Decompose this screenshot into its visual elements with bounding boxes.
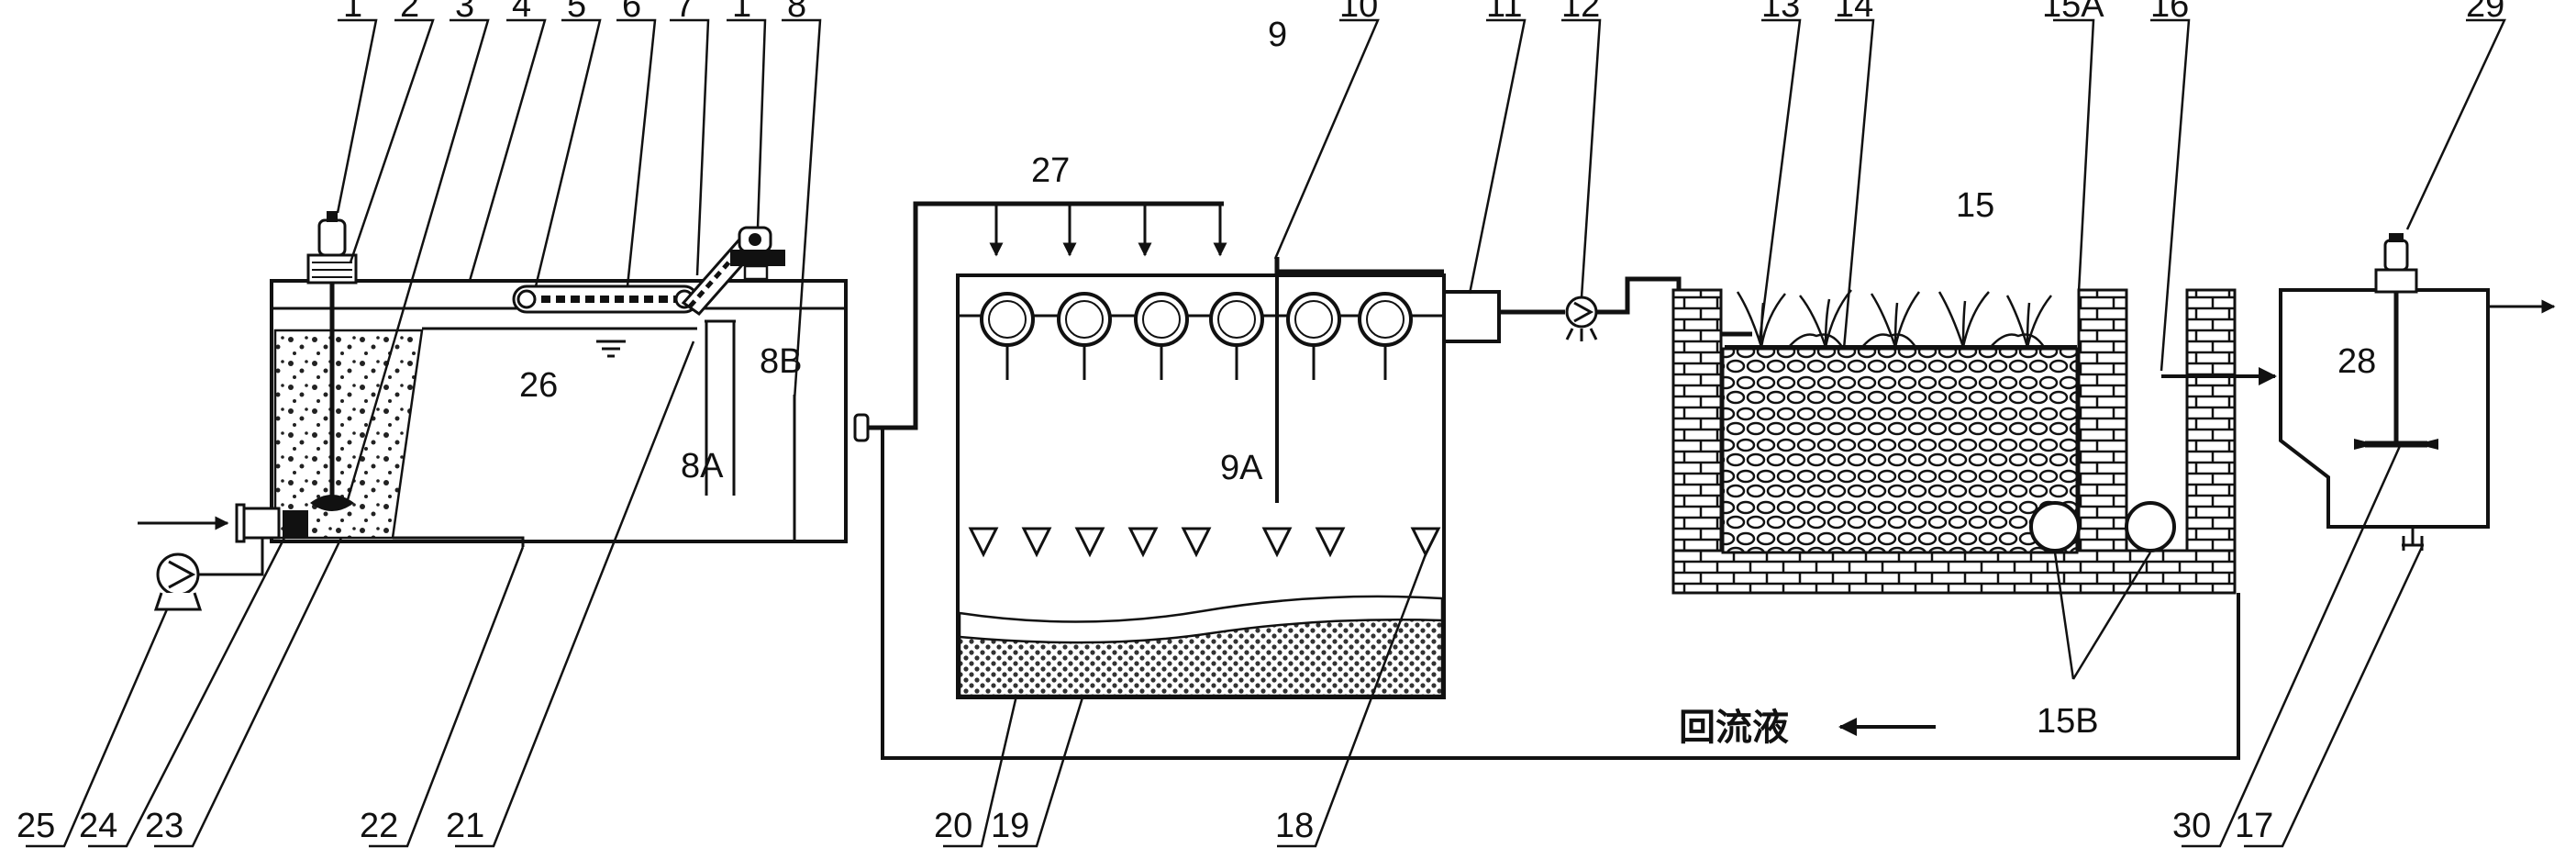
label-1b: 1 — [732, 0, 751, 25]
wetland-plants-icon — [1736, 289, 2052, 348]
label-17: 17 — [2235, 807, 2273, 845]
return-flow-label: 回流液 — [1679, 708, 1789, 748]
label-21: 21 — [446, 807, 484, 845]
label-28: 28 — [2337, 342, 2376, 381]
label-6: 6 — [622, 0, 641, 25]
label-15A: 15A — [2042, 0, 2104, 25]
air-header-pipe — [853, 201, 1227, 442]
label-18: 18 — [1275, 807, 1314, 845]
disinfection-tank — [2279, 233, 2556, 551]
label-10: 10 — [1339, 0, 1378, 25]
label-8A: 8A — [681, 447, 724, 485]
label-16: 16 — [2150, 0, 2189, 25]
label-1: 1 — [343, 0, 362, 25]
label-27: 27 — [1031, 151, 1070, 190]
mbr-tank — [956, 257, 1501, 699]
flotation-tank — [270, 279, 848, 547]
label-24: 24 — [79, 807, 117, 845]
label-8: 8 — [787, 0, 806, 25]
leader-lines — [26, 18, 2506, 848]
aerator-diffusers — [968, 527, 1441, 558]
skimmer-conveyor — [512, 226, 785, 317]
label-22: 22 — [360, 807, 398, 845]
label-15B: 15B — [2037, 702, 2099, 741]
label-19: 19 — [991, 807, 1029, 845]
gravel-media — [1721, 347, 2079, 554]
inlet-pipe — [138, 503, 308, 543]
membrane-modules — [980, 292, 1413, 380]
label-7: 7 — [675, 0, 694, 25]
label-23: 23 — [145, 807, 183, 845]
label-29: 29 — [2466, 0, 2504, 25]
label-3: 3 — [455, 0, 474, 25]
distributor-pipe-2 — [2125, 501, 2176, 552]
air-pump-icon — [153, 538, 264, 611]
label-13: 13 — [1761, 0, 1800, 25]
label-9A: 9A — [1220, 449, 1263, 487]
label-15: 15 — [1956, 186, 1994, 225]
label-9: 9 — [1268, 16, 1287, 54]
label-30: 30 — [2172, 807, 2211, 845]
distributor-pipe-1 — [2029, 501, 2081, 552]
label-20: 20 — [934, 807, 972, 845]
label-5: 5 — [567, 0, 586, 25]
constructed-wetland — [1671, 288, 2277, 595]
label-25: 25 — [17, 807, 55, 845]
label-11: 11 — [1486, 0, 1522, 25]
return-flow-line — [881, 428, 2240, 760]
label-26: 26 — [519, 366, 558, 405]
stirrer-motor-icon — [306, 211, 358, 511]
label-12: 12 — [1561, 0, 1600, 25]
callout-labels: 1 2 3 4 5 6 7 1 8 9 10 11 12 13 14 15A 1… — [17, 0, 2504, 845]
label-2: 2 — [400, 0, 419, 25]
label-8B: 8B — [760, 342, 802, 381]
label-4: 4 — [512, 0, 531, 25]
label-14: 14 — [1835, 0, 1873, 25]
